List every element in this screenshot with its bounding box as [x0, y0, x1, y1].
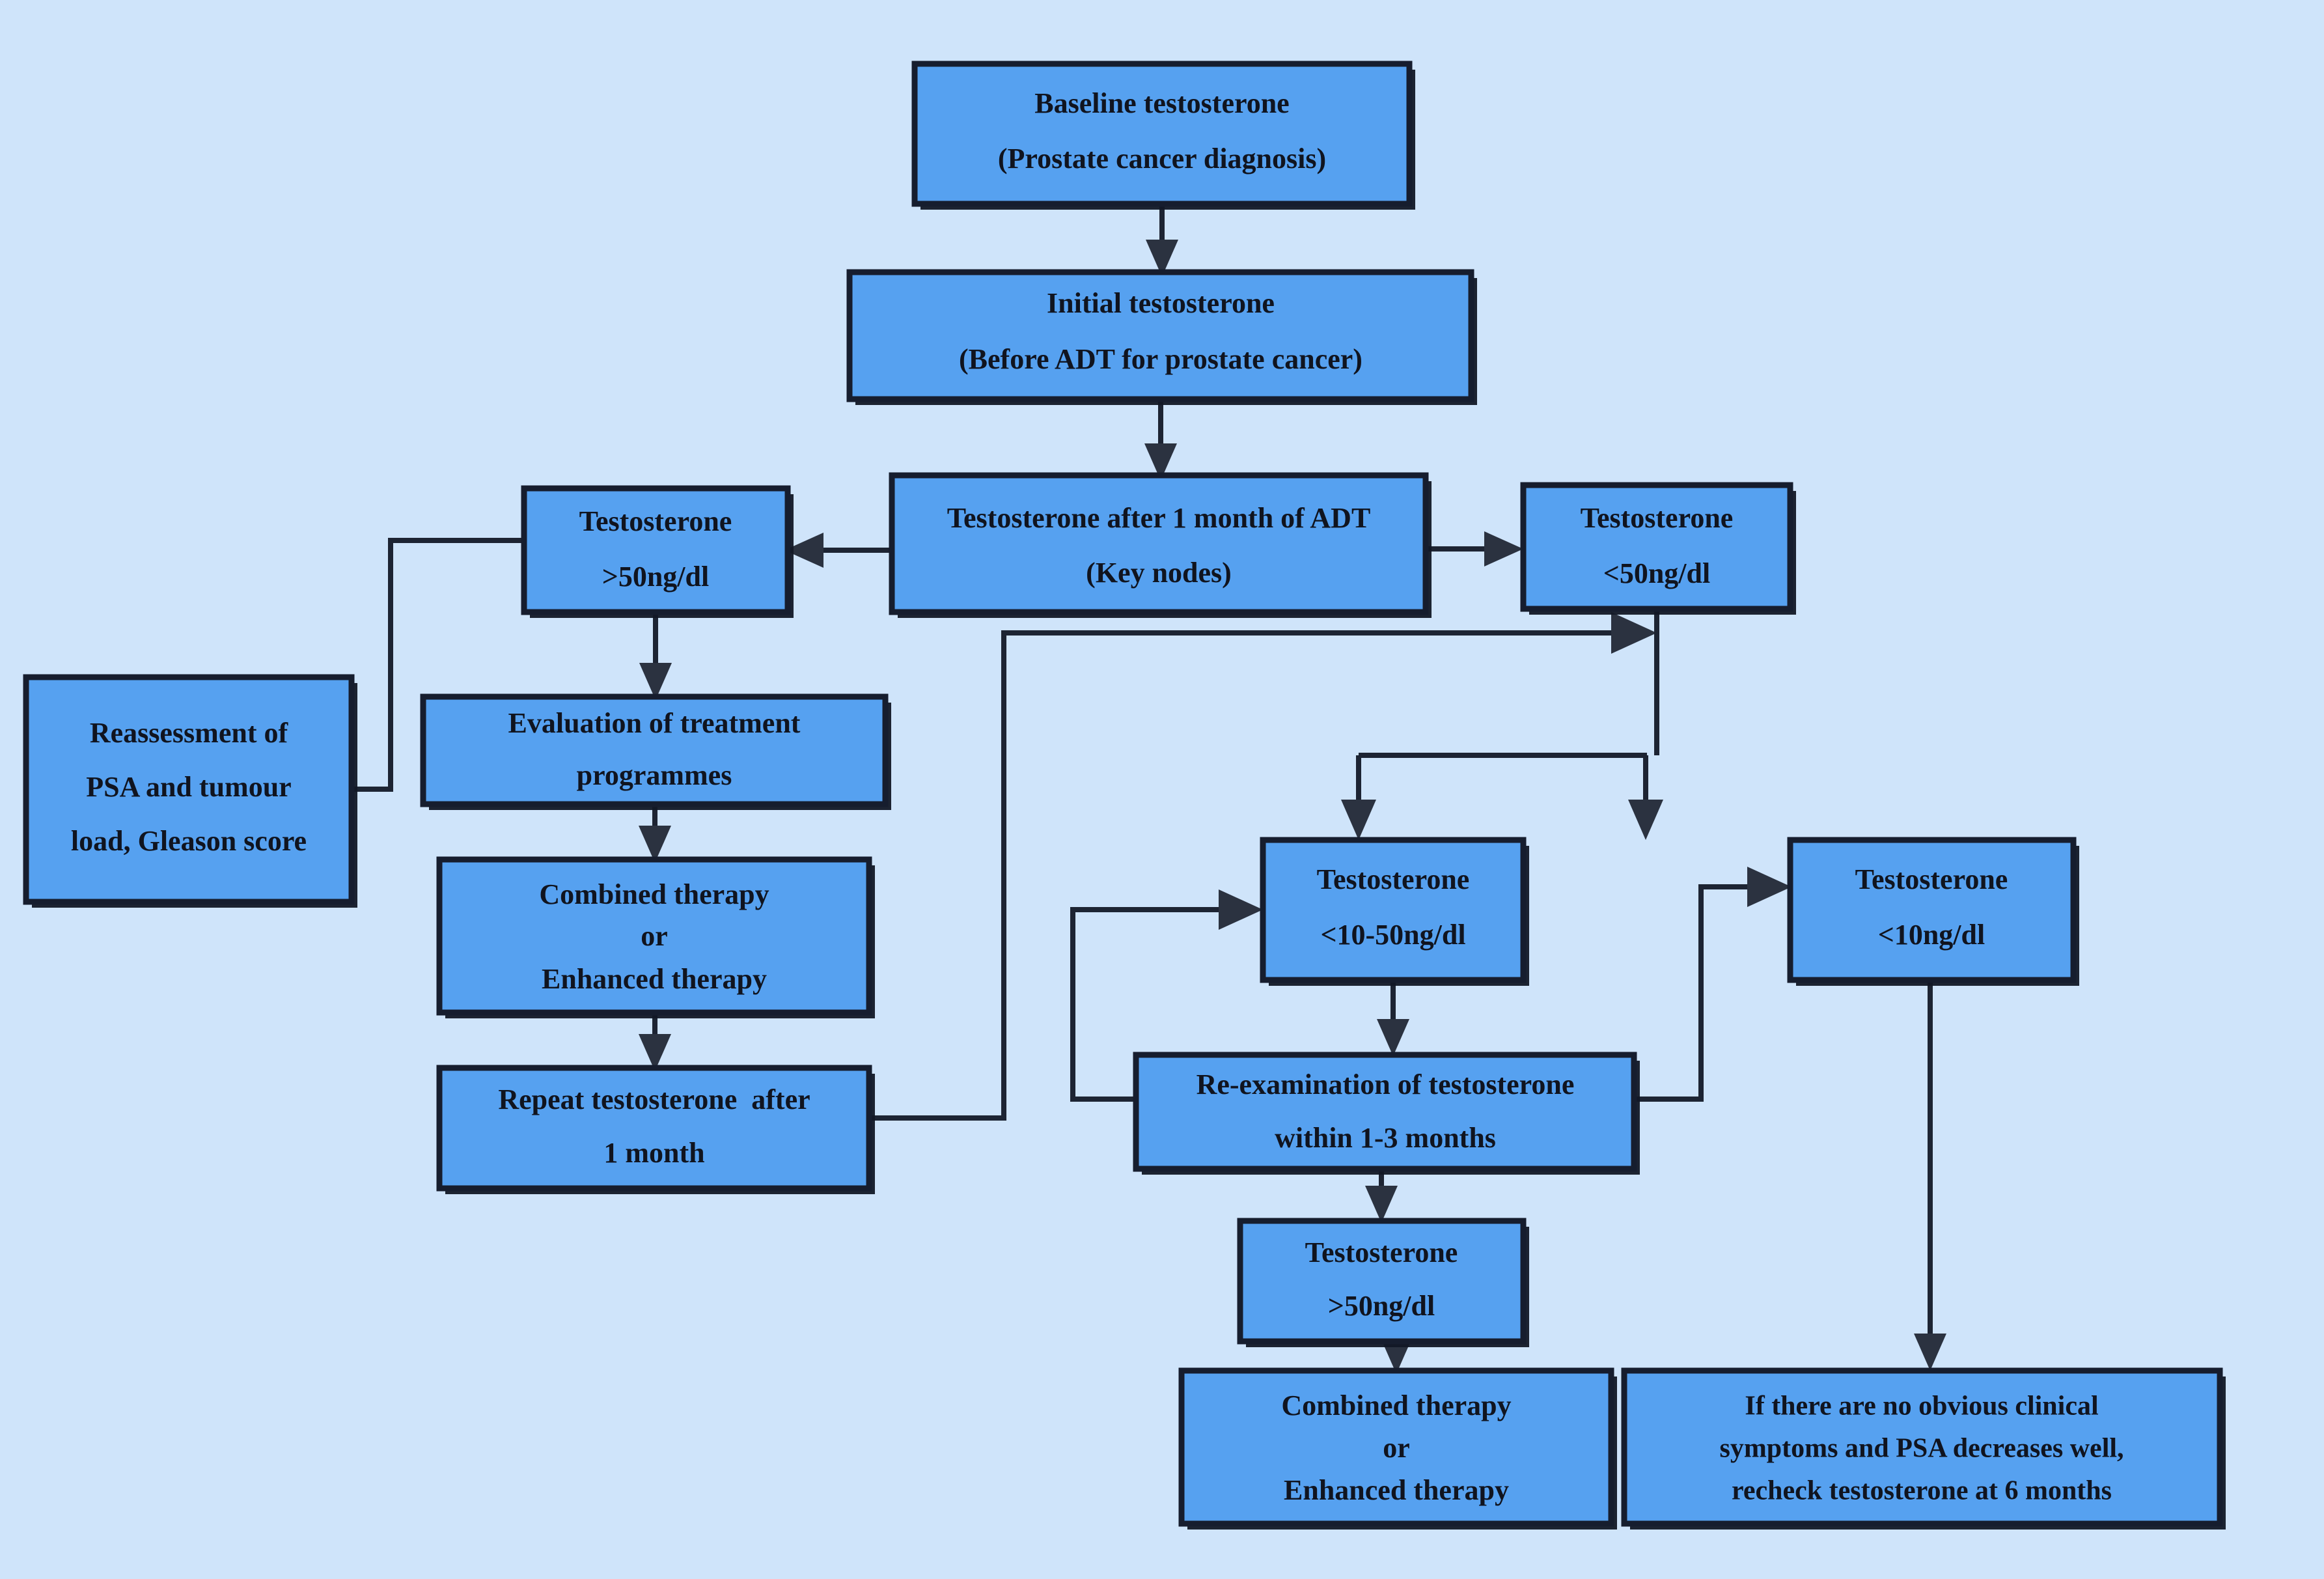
edge-reexam-loop-to-t1050 — [1070, 889, 1263, 1102]
node-initial-line-2: (Before ADT for prostate cancer) — [959, 343, 1363, 375]
node-evaluation-of-treatment[interactable]: Evaluation of treatment programmes — [420, 693, 891, 810]
node-above50-line-2: >50ng/dl — [602, 561, 709, 593]
node-t10-line-2: <10ng/dl — [1878, 919, 1985, 951]
node-initial-testosterone[interactable]: Initial testosterone (Before ADT for pro… — [846, 269, 1477, 405]
node-testosterone-10-50[interactable]: Testosterone <10-50ng/dl — [1260, 837, 1529, 986]
edge-after1month-to-above50 — [784, 533, 892, 568]
node-recheck-line-3: recheck testosterone at 6 months — [1732, 1476, 2112, 1506]
node-re-examination[interactable]: Re-examination of testosterone within 1-… — [1133, 1052, 1640, 1175]
edge-above50-to-evaluation — [639, 612, 672, 700]
node-reassessment-line-3: load, Gleason score — [71, 825, 307, 857]
node-combined-or-enhanced-therapy-left[interactable]: Combined therapy or Enhanced therapy — [436, 856, 875, 1018]
node-below50-line-2: <50ng/dl — [1603, 557, 1710, 589]
edge-repeat-to-below50 — [869, 612, 1657, 1121]
node-reexam-line-2: within 1-3 months — [1275, 1122, 1496, 1154]
node-initial-line-1: Initial testosterone — [1047, 287, 1275, 319]
node-testosterone-below-10[interactable]: Testosterone <10ng/dl — [1787, 837, 2079, 986]
edge-below50-to-t1050 — [1341, 800, 1376, 840]
node-testosterone-after-1-month[interactable]: Testosterone after 1 month of ADT (Key n… — [889, 472, 1432, 618]
node-combined2-line-1: Combined therapy — [1281, 1390, 1511, 1421]
edge-reexam-loop-to-t10 — [1634, 867, 1791, 1102]
node-combined-or-enhanced-therapy-bottom[interactable]: Combined therapy or Enhanced therapy — [1178, 1367, 1617, 1530]
node-testosterone-above-50[interactable]: Testosterone >50ng/dl — [521, 485, 794, 618]
node-t1050-line-1: Testosterone — [1317, 863, 1470, 895]
node-reassessment[interactable]: Reassessment of PSA and tumour load, Gle… — [23, 674, 357, 908]
node-baseline-line-1: Baseline testosterone — [1034, 87, 1289, 119]
node-t10-line-1: Testosterone — [1855, 863, 2008, 895]
node-evaluation-line-1: Evaluation of treatment — [508, 707, 801, 739]
node-above50b-line-2: >50ng/dl — [1328, 1290, 1435, 1322]
node-recheck-line-1: If there are no obvious clinical — [1745, 1391, 2098, 1421]
node-above50-line-1: Testosterone — [579, 505, 732, 537]
node-combined2-line-2: or — [1383, 1432, 1410, 1464]
node-combined1-line-2: or — [641, 920, 668, 952]
node-below50-line-1: Testosterone — [1581, 502, 1734, 534]
node-recheck-6-months[interactable]: If there are no obvious clinical symptom… — [1621, 1367, 2226, 1530]
node-recheck-line-2: symptoms and PSA decreases well, — [1719, 1434, 2123, 1464]
edge-t10-to-recheck — [1914, 980, 1946, 1371]
node-above50b-line-1: Testosterone — [1305, 1237, 1458, 1268]
node-after1month-line-1: Testosterone after 1 month of ADT — [947, 502, 1371, 534]
node-baseline-line-2: (Prostate cancer diagnosis) — [998, 143, 1326, 175]
node-testosterone-above-50-second[interactable]: Testosterone >50ng/dl — [1237, 1218, 1529, 1347]
node-combined1-line-3: Enhanced therapy — [542, 963, 767, 995]
node-baseline-testosterone[interactable]: Baseline testosterone (Prostate cancer d… — [911, 61, 1415, 210]
node-layer: Baseline testosterone (Prostate cancer d… — [23, 61, 2226, 1530]
node-repeat-testosterone[interactable]: Repeat testosterone after 1 month — [436, 1065, 875, 1194]
edge-combined1-to-repeat — [639, 1013, 671, 1071]
edge-t1050-to-reexam — [1377, 980, 1409, 1056]
edge-evaluation-to-combined1 — [639, 804, 671, 863]
edge-baseline-to-initial — [1146, 204, 1178, 277]
node-t1050-line-2: <10-50ng/dl — [1320, 919, 1465, 951]
node-repeat-line-2: 1 month — [603, 1137, 704, 1169]
node-repeat-line-1: Repeat testosterone after — [498, 1083, 810, 1115]
edge-below50-to-t10 — [1628, 800, 1663, 840]
node-reexam-line-1: Re-examination of testosterone — [1197, 1069, 1575, 1100]
node-reassessment-line-1: Reassessment of — [90, 717, 289, 749]
edge-initial-to-after1month — [1144, 399, 1177, 481]
edge-reexam-to-above50b — [1365, 1169, 1398, 1223]
node-evaluation-line-2: programmes — [577, 759, 732, 791]
node-combined1-line-1: Combined therapy — [539, 878, 769, 910]
node-combined2-line-3: Enhanced therapy — [1284, 1474, 1509, 1506]
edge-after1month-to-below50 — [1426, 531, 1523, 566]
node-reassessment-line-2: PSA and tumour — [86, 771, 291, 803]
edge-layer — [352, 204, 1946, 1374]
node-testosterone-below-50[interactable]: Testosterone <50ng/dl — [1520, 482, 1796, 615]
node-after1month-line-2: (Key nodes) — [1086, 557, 1232, 589]
